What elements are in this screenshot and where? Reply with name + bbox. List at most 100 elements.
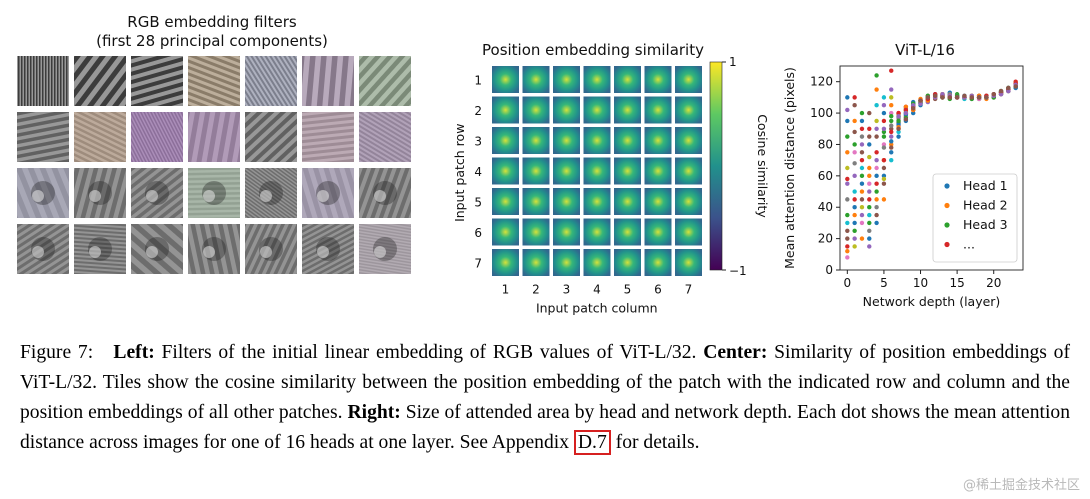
scatter-point [859,212,865,218]
similarity-tile [614,249,641,276]
scatter-point [867,220,872,226]
filter-tile [302,168,354,218]
scatter-point [918,101,923,106]
scatter-point [874,165,879,171]
legend-marker [944,222,950,228]
scatter-point [911,106,916,111]
row-tick-label: 1 [474,74,482,88]
similarity-tile [583,249,611,276]
scatter-point [874,197,879,202]
similarity-tile [522,188,550,215]
scatter-point [881,197,887,202]
scatter-point [889,142,894,147]
filter-tile [359,168,411,218]
scatter-point [852,197,857,202]
scatter-point [932,93,938,99]
scatter-point [859,118,865,124]
similarity-tile [553,218,580,246]
similarity-tile [553,127,580,154]
filter-tile [188,56,240,106]
scatter-point [874,205,879,210]
similarity-tile [675,127,702,154]
similarity-tile [614,218,641,246]
legend-marker [944,183,950,189]
scatter-point [874,173,879,179]
scatter-point [867,189,872,194]
similarity-tile [614,96,641,124]
scatter-point [859,142,865,147]
filter-tile [245,56,297,106]
similarity-tile [675,66,702,93]
scatter-point [845,220,850,226]
similarity-tile [614,66,641,93]
scatter-point [918,98,923,103]
appendix-link[interactable]: D.7 [573,430,611,455]
scatter-point [845,212,850,218]
scatter-point [881,157,887,163]
filter-tile [131,56,183,106]
similarity-tile [675,188,702,215]
scatter-point [859,157,865,163]
scatter-point [845,176,850,182]
y-tick-label: 120 [810,75,833,89]
scatter-point [896,114,901,119]
caption-right-text: Size of attended area by head and networ… [20,402,1070,453]
scatter-point [874,212,879,218]
filter-tile [245,168,297,218]
scatter-point [874,220,879,226]
similarity-tile [675,157,702,185]
scatter-point [881,142,887,147]
similarity-tile [492,218,519,246]
scatter-point [867,142,872,147]
scatter-point [867,110,872,116]
scatter-point [859,220,865,226]
similarity-tile [644,218,672,246]
colorbar-label: Cosine similarity [755,114,770,218]
y-tick-label: 40 [818,200,833,214]
plot-frame [839,65,1024,271]
scatter-point [896,126,901,131]
scatter-point [874,150,879,155]
y-tick-label: 100 [810,106,833,120]
filter-tile [74,56,126,106]
scatter-point [845,248,850,254]
scatter-point [845,236,850,241]
scatter-point [852,150,857,155]
scatter-point [867,165,872,171]
scatter-point [867,205,872,210]
scatter-point [984,95,989,100]
scatter-point [896,134,901,139]
scatter-point [881,126,887,131]
scatter-point [845,118,850,124]
similarity-tile [644,96,672,124]
scatter-point [881,181,887,186]
colorbar-min-label: −1 [729,264,747,278]
scatter-point [881,145,887,150]
scatter-point [881,134,887,139]
col-tick-label: 6 [654,283,662,297]
caption-left-text: Filters of the initial linear embedding … [161,342,697,363]
y-tick-label: 60 [818,169,833,183]
scatter-point [874,126,879,131]
scatter-point [852,103,857,108]
scatter-point [859,126,865,131]
scatter-point [852,142,857,147]
scatter-point [998,88,1004,94]
scatter-point [881,95,887,100]
filter-tile [188,112,240,162]
scatter-point [874,118,879,124]
colorbar-max-label: 1 [729,56,737,69]
scatter-point [867,236,872,241]
scatter-point [859,134,865,139]
similarity-tile [492,127,519,154]
vit-chart-title: ViT-L/16 [895,41,955,59]
similarity-tile [553,96,580,124]
filter-tile [131,112,183,162]
scatter-point [889,95,894,100]
scatter-point [903,107,909,113]
filter-tile [131,168,183,218]
x-axis-label: Network depth (layer) [863,294,1001,309]
scatter-point [874,73,879,78]
similarity-tile [522,157,550,185]
filter-tile [302,112,354,162]
